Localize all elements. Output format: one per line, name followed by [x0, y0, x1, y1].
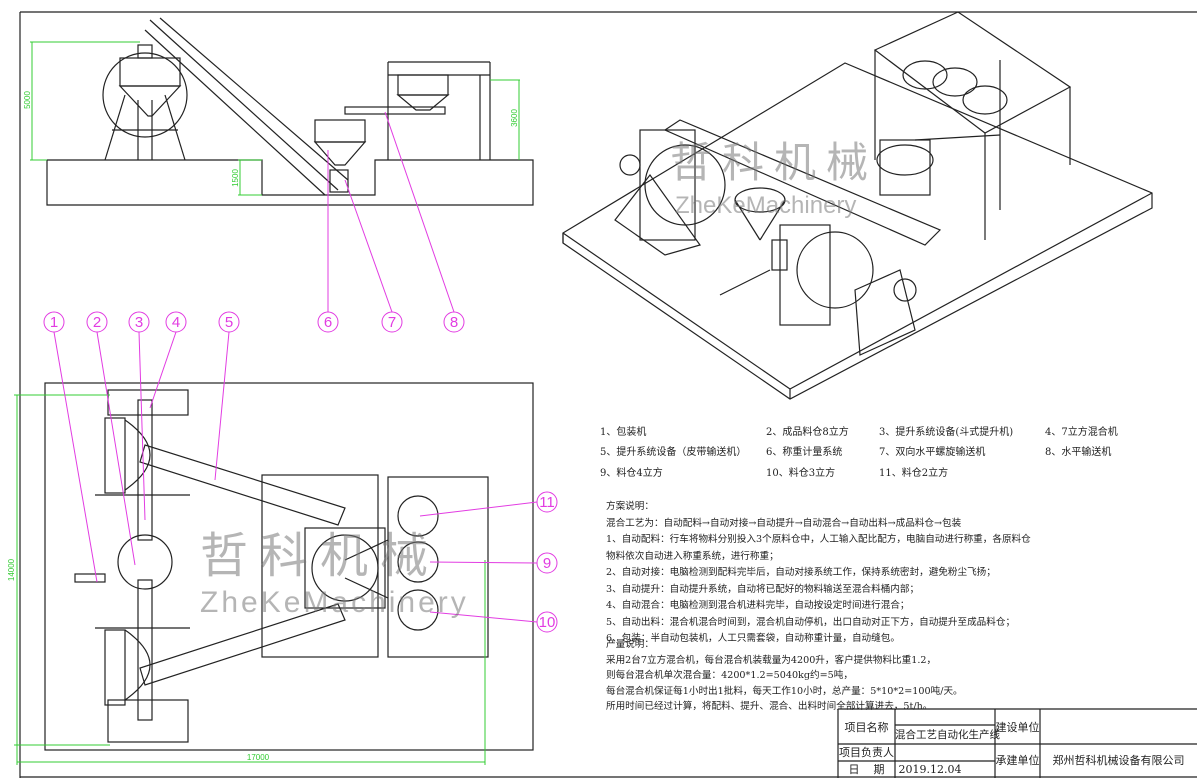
legend-item: 7、双向水平螺旋输送机	[879, 447, 986, 458]
builder-label: 建设单位	[995, 721, 1040, 734]
svg-text:3: 3	[135, 314, 143, 331]
watermark-cn-3d: 哲科机械	[670, 138, 879, 187]
legend-item: 10、料仓3立方	[766, 468, 836, 479]
balloon-3: 3	[128, 311, 150, 333]
elevation-dimensions	[30, 41, 520, 196]
notes-line: 3、自动提升：自动提升系统，自动将已配好的物料输送至混合料桶内部；	[606, 583, 920, 595]
dim-plan-width: 14000	[7, 558, 16, 581]
balloon-2: 2	[86, 311, 108, 333]
production-line: 所用时间已经过计算，将配料、提升、混合、出料时间全部计算进去，5t/h。	[606, 701, 933, 712]
watermark-en-3d: ZheKeMachinery	[675, 192, 857, 219]
watermark-en: ZheKeMachinery	[200, 586, 469, 619]
svg-text:5: 5	[225, 314, 233, 331]
balloon-8: 8	[443, 311, 465, 333]
title-block-grid	[837, 708, 1197, 778]
notes-line: 混合工艺为：自动配料→自动对接→自动提升→自动混合→自动出料→成品料仓→包装	[606, 517, 962, 529]
svg-text:8: 8	[450, 314, 458, 331]
project-name: 混合工艺自动化生产线	[895, 729, 1000, 741]
svg-text:9: 9	[543, 555, 551, 572]
balloons: 1 2 3 4 5 6 7 8 9 10 11	[43, 311, 558, 633]
production-title: 产量说明：	[606, 639, 654, 650]
legend-item: 2、成品料仓8立方	[766, 427, 849, 438]
svg-text:11: 11	[539, 494, 555, 511]
notes-line: 4、自动混合：电脑检测到混合机进料完毕，自动按设定时间进行混合；	[606, 600, 910, 611]
watermark-cn: 哲科机械	[200, 528, 441, 584]
svg-text:2: 2	[93, 314, 101, 331]
svg-text:4: 4	[172, 314, 180, 331]
legend-item: 1、包装机	[600, 427, 647, 438]
dim-plan-length: 17000	[247, 753, 270, 762]
legend-item: 6、称重计量系统	[766, 447, 843, 458]
date: 2019.12.04	[898, 763, 962, 776]
legend-item: 9、料仓4立方	[600, 468, 663, 479]
balloon-1: 1	[43, 311, 65, 333]
notes-line: 1、自动配料：行车将物料分别投入3个原料仓中，人工输入配比配方，电脑自动进行称重…	[606, 534, 1031, 545]
svg-text:10: 10	[539, 614, 556, 631]
balloon-9: 9	[536, 552, 558, 574]
plan-dimensions	[14, 394, 486, 765]
production-line: 则每台混合机单次混合量：4200*1.2=5040kg约=5吨，	[606, 670, 853, 681]
legend-item: 5、提升系统设备（皮带输送机）	[600, 447, 747, 458]
notes-line: 物料依次自动进入称重系统，进行称重；	[606, 550, 779, 562]
dim-pit-depth: 1500	[231, 169, 240, 187]
production-line: 每台混合机保证每1小时出1批料，每天工作10小时，总产量：5*10*2=100吨…	[606, 685, 963, 697]
manager-label: 项目负责人	[839, 746, 894, 759]
balloon-6: 6	[317, 311, 339, 333]
notes-line: 5、自动出料：混合机混合时间到，混合机自动停机，出口自动对正下方，自动提升至成品…	[606, 616, 1016, 628]
date-label: 日 期	[848, 763, 885, 776]
svg-text:6: 6	[324, 314, 332, 331]
contractor: 郑州哲科机械设备有限公司	[1052, 754, 1185, 767]
scheme-notes: 方案说明： 混合工艺为：自动配料→自动对接→自动提升→自动混合→自动出料→成品料…	[606, 499, 1031, 648]
legend-item: 11、料仓2立方	[879, 468, 949, 479]
notes-title: 方案说明：	[606, 501, 654, 512]
balloon-10: 10	[536, 611, 558, 633]
notes-line: 2、自动对接：电脑检测到配料完毕后，自动对接系统工作，保持系统密封，避免粉尘飞扬…	[606, 567, 996, 578]
isometric-view	[562, 11, 1153, 400]
production-notes: 产量说明： 采用2台7立方混合机，每台混合机装载量为4200升，客户提供物料比重…	[606, 637, 963, 715]
balloon-leaders	[53, 111, 538, 623]
balloon-5: 5	[218, 311, 240, 333]
svg-text:1: 1	[50, 314, 58, 331]
notes-line: 6、包装：半自动包装机，人工只需套袋，自动称重计量，自动缝包。	[606, 633, 900, 644]
production-line: 采用2台7立方混合机，每台混合机装载量为4200升，客户提供物料比重1.2，	[606, 654, 937, 666]
svg-text:7: 7	[388, 314, 396, 331]
contractor-label: 承建单位	[995, 754, 1040, 767]
project-name-label: 项目名称	[844, 721, 889, 734]
balloon-4: 4	[165, 311, 187, 333]
plan-view	[44, 382, 534, 751]
balloon-7: 7	[381, 311, 403, 333]
dim-elevation-left: 5000	[23, 91, 32, 109]
legend-item: 3、提升系统设备(斗式提升机)	[879, 427, 1014, 438]
legend-item: 8、水平输送机	[1045, 447, 1112, 458]
dim-elevation-right: 3600	[510, 109, 519, 127]
balloon-11: 11	[536, 491, 558, 513]
elevation-view	[46, 17, 534, 206]
legend-item: 4、7立方混合机	[1045, 427, 1118, 438]
